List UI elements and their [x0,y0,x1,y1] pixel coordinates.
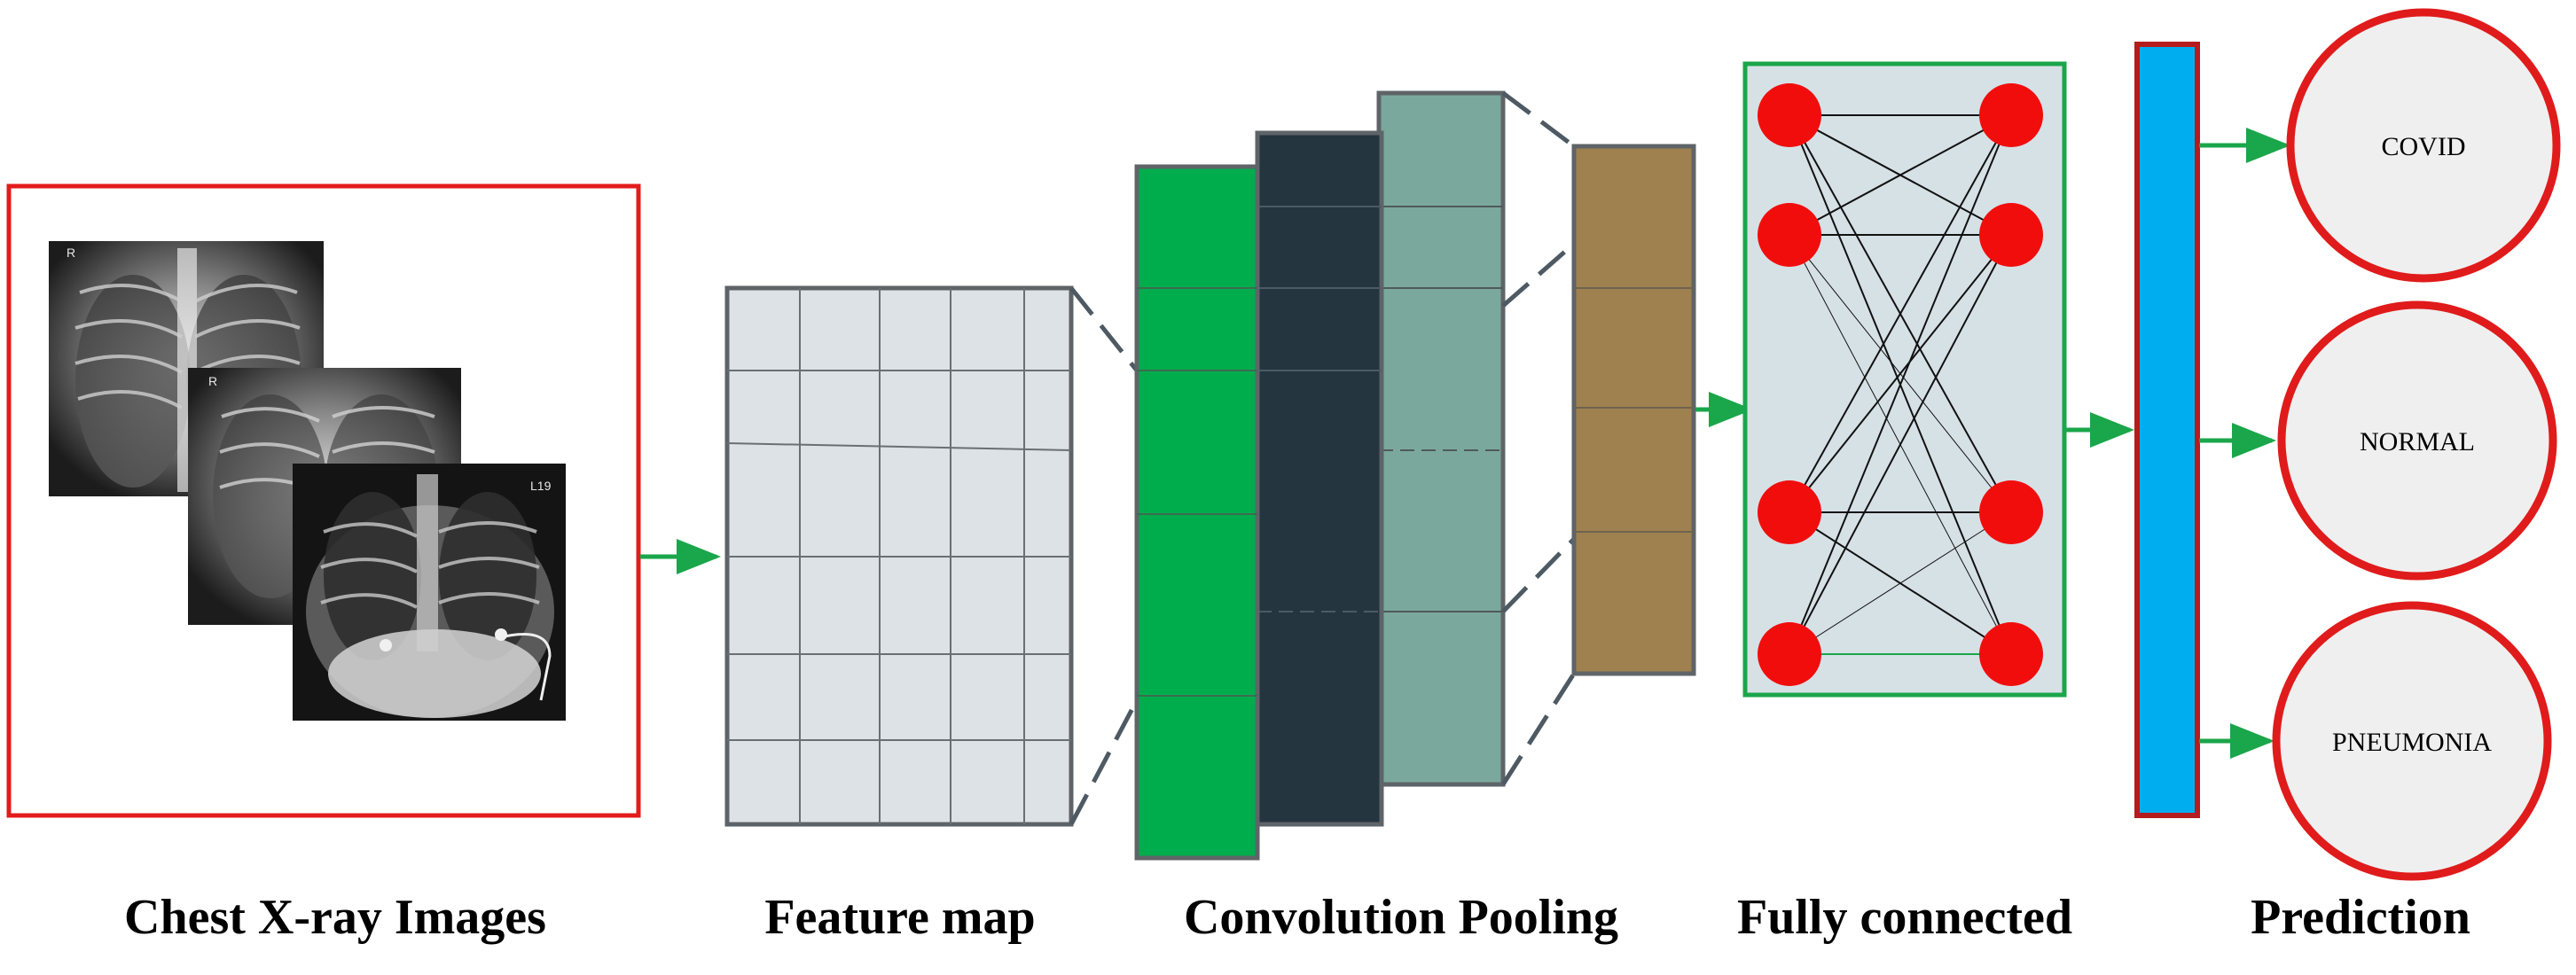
fc-connections [1789,114,2012,655]
class-normal-label: NORMAL [2360,427,2475,456]
fc-node [1758,622,1821,686]
caption-fully-connected: Fully connected [1737,890,2072,945]
output-layer-bar [2134,42,2200,818]
fc-node [1979,480,2043,544]
caption-prediction: Prediction [2251,890,2470,945]
conv-layer-3 [1376,90,1506,787]
input-panel: R R [6,183,641,818]
feature-map [724,285,1074,827]
caption-convolution-pooling: Convolution Pooling [1184,890,1618,945]
class-covid-label: COVID [2382,132,2466,161]
conv-layer-1 [1134,164,1260,861]
class-arrows [2199,128,2290,759]
fully-connected-layer [1742,61,2067,698]
class-covid: COVID [2286,8,2561,283]
class-pneumonia-label: PNEUMONIA [2332,728,2492,757]
fc-node [1758,480,1821,544]
fc-node [1979,203,2043,267]
conv-layer-2 [1255,130,1384,827]
fc-node [1758,203,1821,267]
class-pneumonia: PNEUMONIA [2272,601,2552,881]
conv-stack [1134,90,1506,861]
xray-image-3: L19 [293,464,566,721]
fc-input-nodes [1758,83,1821,686]
pooling-connectors [1500,91,1577,786]
fc-node [1758,83,1821,147]
fc-output-nodes [1979,83,2043,686]
caption-chest-xray-images: Chest X-ray Images [124,890,546,945]
fc-node [1979,622,2043,686]
class-normal: NORMAL [2277,300,2557,581]
fc-node [1979,83,2043,147]
xray-1-marker: R [67,246,75,260]
xray-2-marker: R [208,374,217,388]
feature-map-connectors [1069,286,1139,826]
pooling-layer [1571,144,1696,676]
xray-3-marker: L19 [530,479,552,493]
caption-feature-map: Feature map [764,890,1035,945]
